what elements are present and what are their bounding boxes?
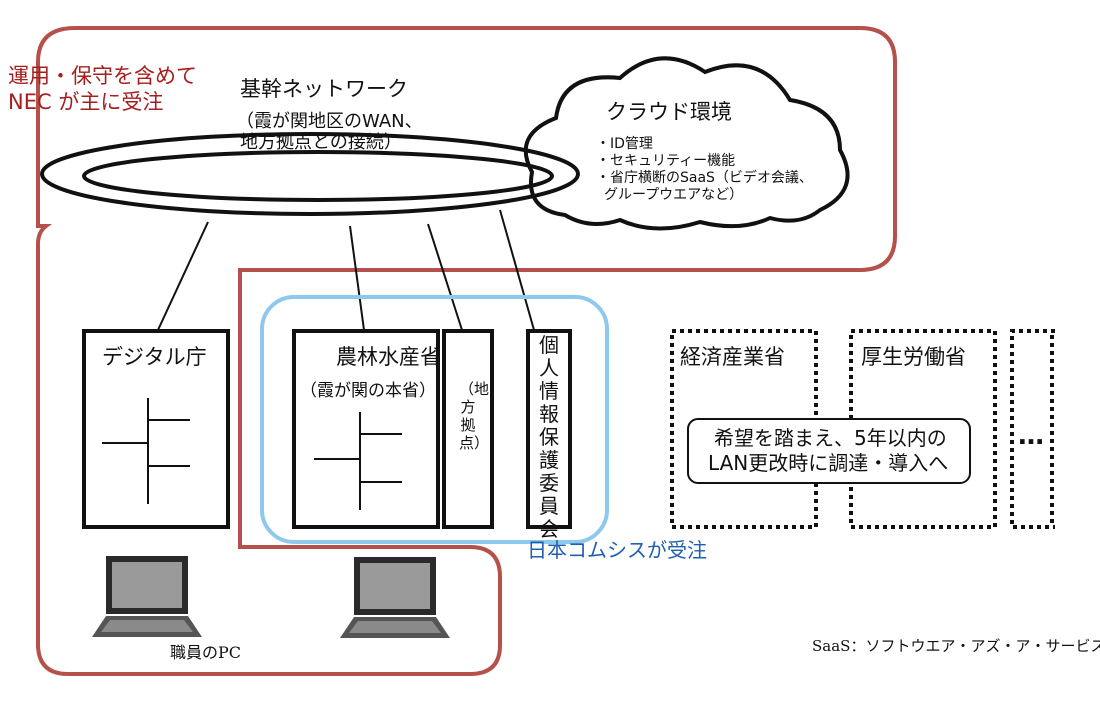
- backbone-ring-inner: [82, 150, 554, 202]
- laptop-icon-2: [340, 557, 450, 638]
- cloud-title: クラウド環境: [606, 100, 732, 124]
- nec-scope-outline: [36, 26, 897, 676]
- lan-tree-icon-digital: [102, 398, 190, 504]
- nec-note-line2: NEC が主に受注: [8, 90, 164, 114]
- link-maff: [349, 225, 365, 331]
- digital-agency-box: [82, 329, 230, 529]
- link-ppc: [499, 209, 535, 331]
- mhlw-label: 厚生労働省: [861, 345, 966, 369]
- lan-tree-icon-maff: [314, 412, 402, 510]
- backbone-ring-outer: [40, 132, 580, 216]
- future-note-line1: 希望を踏まえ、5年以内の: [714, 426, 947, 450]
- cloud-item-1: ・ID管理: [596, 136, 653, 152]
- maff-box: [292, 329, 440, 529]
- regional-box: [442, 329, 494, 529]
- cloud-shape: [523, 56, 850, 231]
- comsys-note: 日本コムシスが受注: [527, 538, 707, 562]
- link-regional: [427, 223, 463, 331]
- backbone-desc-line2: 地方拠点との接続）: [240, 132, 402, 153]
- pc-label: 職員のPC: [170, 643, 242, 662]
- cloud-item-4: グループウエアなど）: [604, 187, 744, 203]
- meti-label: 経済産業省: [680, 345, 785, 369]
- link-digital: [157, 221, 209, 331]
- nec-note-line1: 運用・保守を含めて: [8, 64, 197, 88]
- ppc-label: 個人情報保護委員会: [539, 333, 559, 541]
- maff-label: 農林水産省: [336, 345, 441, 369]
- future-note-line2: LAN更改時に調達・導入へ: [708, 451, 949, 475]
- laptop-icon-1: [92, 556, 202, 637]
- ppc-box: [526, 329, 572, 529]
- regional-label: （地方拠点）: [459, 380, 490, 452]
- comsys-scope-outline: [260, 295, 609, 544]
- cloud-item-3: ・省庁横断のSaaS（ビデオ会議、: [596, 170, 813, 186]
- backbone-desc-line1: （霞が関地区のWAN、: [236, 111, 423, 132]
- mhlw-box: [849, 329, 997, 529]
- more-ellipsis: …: [1018, 421, 1044, 451]
- saas-note: SaaS：ソフトウエア・アズ・ア・サービス: [812, 637, 1100, 655]
- backbone-title: 基幹ネットワーク: [240, 77, 408, 101]
- future-note-box: [687, 418, 971, 484]
- maff-sub-label: （霞が関の本省）: [300, 381, 436, 401]
- cloud-item-2: ・セキュリティー機能: [596, 153, 736, 169]
- digital-agency-label: デジタル庁: [102, 345, 207, 369]
